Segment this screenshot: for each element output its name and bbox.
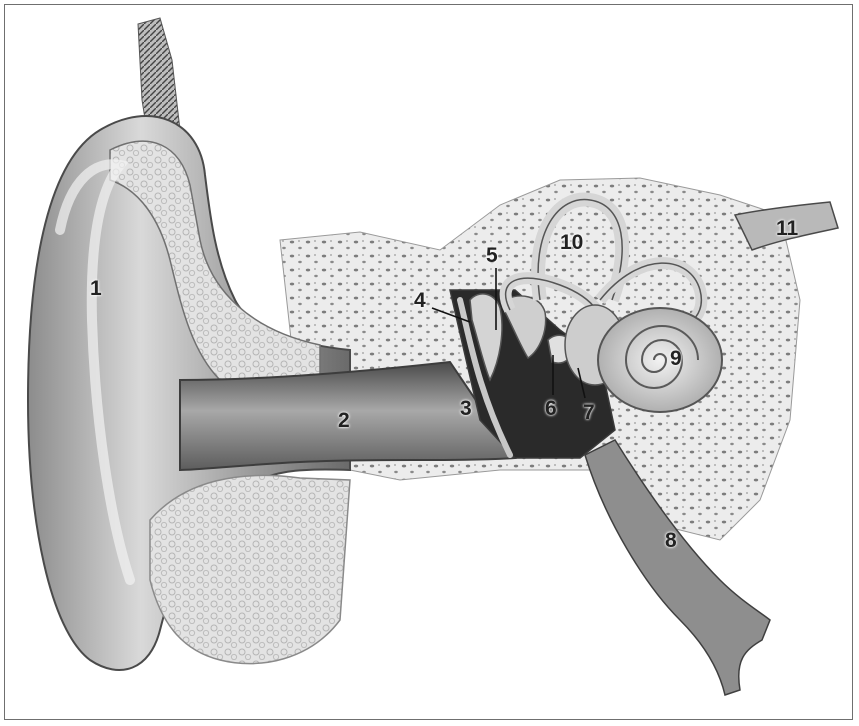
- cochlea: [598, 308, 722, 412]
- label-incus: 5: [486, 245, 498, 266]
- label-oval-window: 7: [583, 402, 595, 423]
- label-eustachian-tube: 8: [665, 530, 677, 551]
- label-tympanic-membrane: 3: [460, 398, 472, 419]
- auricle-lower-section: [150, 475, 350, 663]
- label-stapes: 6: [545, 398, 557, 419]
- label-auricle: 1: [90, 278, 102, 299]
- label-cochlea: 9: [670, 348, 682, 369]
- label-malleus: 4: [414, 290, 426, 311]
- label-ear-canal: 2: [338, 410, 350, 431]
- label-semicircular-canals: 10: [560, 232, 583, 253]
- label-auditory-nerve: 11: [776, 218, 798, 239]
